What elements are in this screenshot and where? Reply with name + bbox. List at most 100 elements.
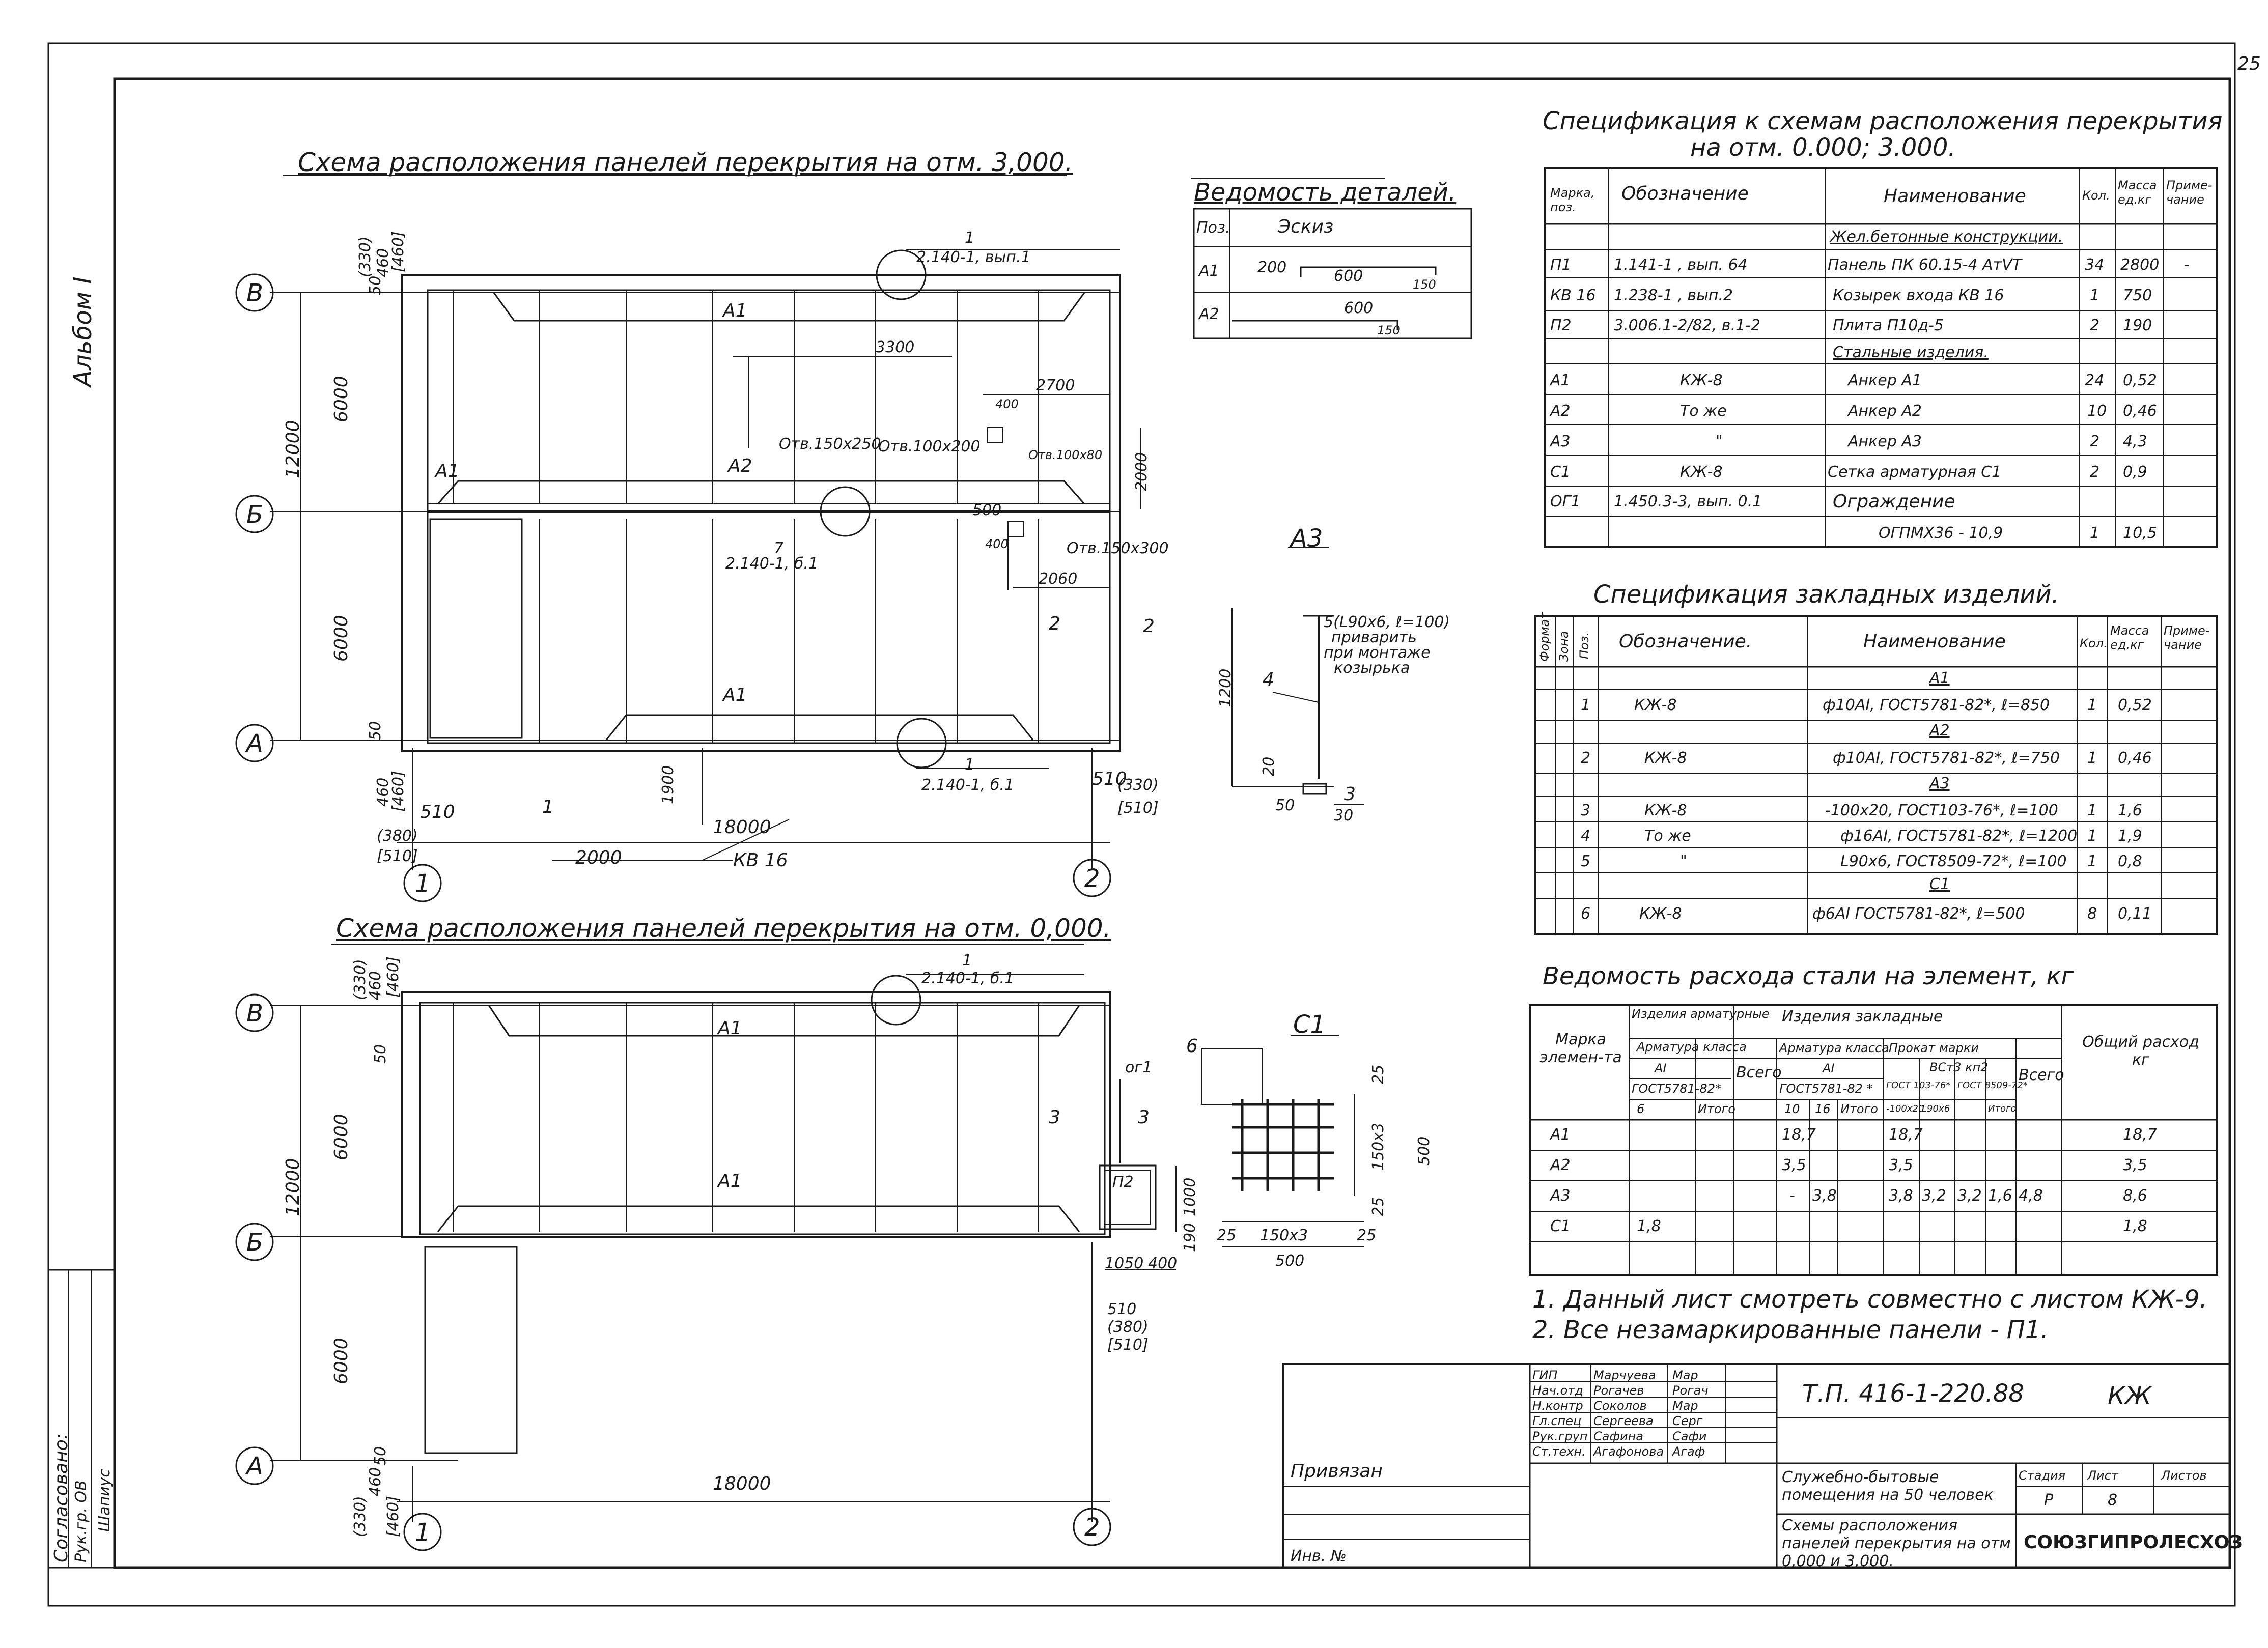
approval-title: Согласовано: [51, 1433, 72, 1562]
dim-1050: 1050 [1105, 1255, 1144, 1272]
spec-embed-row-qty: 1 [2087, 696, 2097, 714]
section-mark-3: 3 [1049, 1107, 1060, 1128]
steel-row-total: 3,5 [2123, 1156, 2147, 1174]
spec-embed-header-zone: Зона [1557, 631, 1571, 662]
spec-embed-header-pos: Поз. [1577, 632, 1591, 659]
steel-header-10: 10 [1784, 1102, 1800, 1116]
spec-embed-header-designation: Обозначение. [1619, 631, 1752, 652]
axis-label-2-bottom: 2 [1084, 1513, 1100, 1542]
label-kv16: КВ 16 [733, 850, 788, 871]
dim-18000-bottom: 18000 [713, 1473, 771, 1494]
axis-label-1-bottom: 1 [415, 1518, 431, 1547]
detail-a3-dim-20: 20 [1260, 756, 1278, 776]
axis-label-2: 2 [1084, 864, 1100, 893]
dim-510-bracket-bottom: [510] [1107, 1336, 1149, 1354]
steel-header-prokat: Прокат марки [1889, 1041, 1979, 1055]
detail-a3-dim-1200: 1200 [1217, 668, 1235, 707]
steel-header-sub-1: -100х20 [1886, 1103, 1924, 1114]
spec-embed-row-des: То же [1644, 827, 1691, 845]
detail-a3-note-1: 5(L90х6, ℓ=100) [1324, 613, 1450, 631]
object-name: Служебно-бытовые помещения на 50 человек [1782, 1468, 1994, 1504]
detail-c1-dim-150x3-vertical: 150х3 [1369, 1122, 1387, 1171]
signature: Мар [1672, 1399, 1698, 1413]
approval-line-1: Рук.гр. ОВ [72, 1480, 90, 1562]
stage-label: Стадия [2019, 1468, 2066, 1483]
steel-row-mark: А2 [1550, 1156, 1571, 1174]
spec-main-row-mass: 2800 [2120, 256, 2160, 274]
spec-embed-row-pos: 3 [1581, 802, 1591, 819]
dim-460-bracket-bottom-bottom: [460] [384, 1496, 402, 1537]
spec-main-row-mass: 190 [2123, 317, 2152, 334]
top-plan-title: Схема расположения панелей перекрытия на… [298, 148, 1073, 177]
label-a2: А2 [728, 456, 752, 476]
sheet-frame [47, 42, 2236, 1607]
dim-380: (380) [377, 827, 418, 845]
steel-row-c10: 18,7 [1782, 1126, 1816, 1144]
spec-embed-row-pos: 2 [1581, 749, 1591, 767]
steel-header-arm-class: Арматура класса [1637, 1040, 1747, 1054]
name: Сафина [1593, 1429, 1643, 1443]
dim-18000: 18000 [713, 817, 771, 838]
steel-header-6: 6 [1637, 1102, 1645, 1116]
spec-main-row-mass: 0,46 [2123, 402, 2157, 420]
signature: Агаф [1672, 1444, 1705, 1459]
steel-header-gost-103: ГОСТ 103-76* [1886, 1080, 1951, 1091]
label-a1-left: А1 [435, 461, 460, 481]
spec-main-row-des: 1.141-1 , вып. 64 [1614, 256, 1748, 274]
label-a1-bottom: А1 [723, 685, 747, 705]
dim-460-bracket-bottom: [460] [389, 771, 407, 812]
spec-main-row-mass: 750 [2123, 287, 2152, 304]
label-a1-top: А1 [723, 300, 747, 321]
spec-main-row-mark: ОГ1 [1550, 493, 1581, 510]
spec-embed-row-des: КЖ-8 [1644, 749, 1687, 767]
steel-row-p2: 3,2 [1957, 1187, 1982, 1205]
detail-c1-dim-25-top: 25 [1369, 1064, 1387, 1084]
detail-c1-dim-25-bottom: 25 [1369, 1197, 1387, 1216]
organization: СОЮЗГИПРОЛЕСХОЗ [2024, 1532, 2243, 1553]
spec-embed-row-pos: 6 [1581, 905, 1591, 923]
axis-label-b-bottom: Б [246, 1228, 263, 1257]
steel-row-mark: А1 [1550, 1126, 1571, 1144]
steel-header-arm: Изделия арматурные [1632, 1007, 1770, 1021]
spec-embed-header-name: Наименование [1863, 631, 2006, 652]
steel-row-c16: 3,8 [1812, 1187, 1837, 1205]
steel-sheet-grid [1529, 1004, 2218, 1276]
sheets-label: Листов [2161, 1468, 2207, 1483]
detail-a3-drawing [1231, 547, 1364, 805]
steel-header-mark: Марка элемен-та [1539, 1031, 1622, 1066]
role: Н.контр [1532, 1399, 1583, 1413]
spec-embed-row-mass: 0,11 [2118, 905, 2152, 923]
section-mark-2b: 2 [1143, 616, 1155, 637]
detail-row-dim-b: 600 [1334, 267, 1363, 285]
spec-main-row-des: КЖ-8 [1680, 372, 1723, 389]
spec-main-row-name: Панель ПК 60.15-4 АтVТ [1828, 256, 2022, 274]
spec-main-row-name: ОГПМХ36 - 10,9 [1879, 524, 2003, 542]
dim-2000: 2000 [575, 847, 622, 868]
steel-sheet-title: Ведомость расхода стали на элемент, кг [1543, 962, 2074, 990]
spec-main-row-qty: 2 [2090, 317, 2100, 334]
steel-header-overall: Общий расход кг [2082, 1033, 2199, 1069]
detail-row-dim-c: 150 [1377, 323, 1401, 337]
bottom-plan-title: Схема расположения панелей перекрытия на… [336, 914, 1111, 943]
approval-line-2: Шапиус [96, 1469, 114, 1532]
spec-main-header-mass: Масса ед.кг [2118, 178, 2157, 207]
steel-header-sub-2: L90х6 [1922, 1103, 1950, 1114]
spec-embed-row-des: КЖ-8 [1639, 905, 1682, 923]
dim-2700: 2700 [1036, 377, 1075, 394]
spec-embed-header-mass: Масса ед.кг [2110, 623, 2149, 652]
detail-a3-title: А3 [1291, 524, 1323, 553]
spec-embed-row-des: КЖ-8 [1634, 696, 1677, 714]
detail-c1-dim-25-left: 25 [1217, 1227, 1237, 1244]
spec-main-row-name: Жел.бетонные конструкции. [1830, 228, 2063, 246]
hole-100x80: Отв.100х80 [1028, 448, 1103, 462]
spec-main-row-mark: А3 [1550, 433, 1571, 450]
axis-label-a-bottom: А [246, 1452, 263, 1481]
spec-embed-row-des: КЖ-8 [1644, 802, 1687, 819]
steel-header-total-2: Всего [2019, 1066, 2064, 1084]
detail-c1-dim-150x3-horizontal: 150х3 [1260, 1227, 1308, 1244]
spec-main-row-name: Козырек входа КВ 16 [1833, 287, 2004, 304]
steel-header-gost: ГОСТ5781-82* [1632, 1082, 1721, 1096]
role: Нач.отд [1532, 1383, 1583, 1398]
spec-main-row-mass: 0,52 [2123, 372, 2157, 389]
spec-embed-row-name: -100х20, ГОСТ103-76*, ℓ=100 [1825, 802, 2058, 819]
